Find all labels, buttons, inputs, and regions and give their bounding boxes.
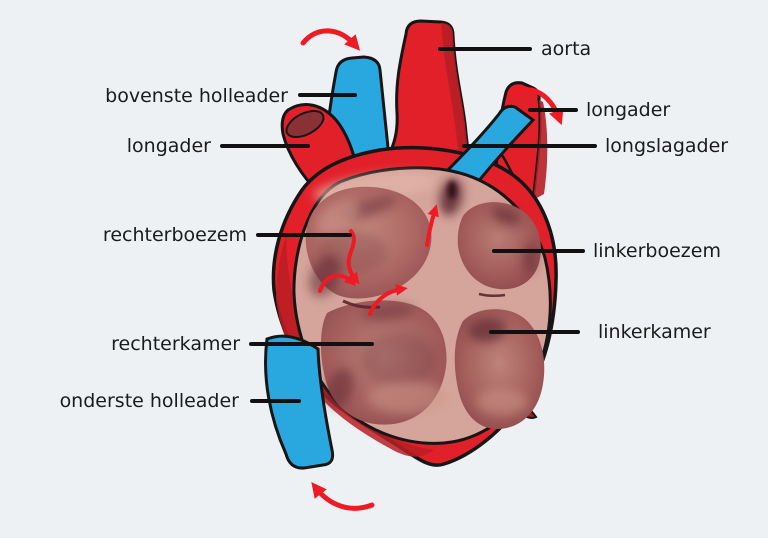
- label-longader-left: longader: [126, 135, 211, 157]
- label-onderste-holleader: onderste holleader: [59, 390, 239, 412]
- leader-line-rechterboezem: [256, 233, 352, 237]
- leader-line-linkerboezem: [492, 249, 585, 253]
- leader-line-linkerkamer: [489, 330, 580, 334]
- flow-arrow-right-ventricle-up: [368, 284, 408, 316]
- leader-line-aorta: [438, 47, 532, 51]
- flow-arrow-through-tricuspid-valve: [318, 273, 357, 293]
- pulmonary-artery-vessel: [429, 104, 536, 194]
- aorta-vessel: [380, 19, 472, 172]
- leader-line-longader-right: [528, 108, 578, 112]
- leader-line-longslagader: [462, 144, 597, 148]
- flow-arrow-top-left-into-vena-cava: [300, 28, 361, 51]
- label-bovenste-holleader: bovenste holleader: [105, 85, 288, 107]
- mitral-valve-slit: [478, 292, 506, 298]
- vessel-opening-shadow: [439, 178, 463, 216]
- vessel-opening: [285, 109, 325, 139]
- right-ventricle-chamber: [320, 300, 448, 425]
- leader-line-onderste-holleader: [250, 399, 301, 403]
- left-ventricle-chamber: [454, 309, 545, 429]
- label-linkerboezem: linkerboezem: [593, 240, 721, 262]
- label-longader-right: longader: [586, 99, 671, 121]
- leader-line-bovenste-holleader: [298, 93, 357, 97]
- flow-arrow-bottom-into-inferior-vena-cava: [311, 481, 375, 511]
- label-linkerkamer: linkerkamer: [598, 321, 711, 343]
- flow-arrow-up-septum: [425, 204, 439, 247]
- label-longslagader: longslagader: [605, 135, 729, 157]
- tricuspid-valve-slit: [342, 299, 381, 309]
- leader-line-longader-left: [220, 144, 310, 148]
- label-aorta: aorta: [541, 38, 592, 60]
- leader-line-rechterkamer: [249, 342, 374, 346]
- label-rechterkamer: rechterkamer: [111, 333, 240, 355]
- label-rechterboezem: rechterboezem: [102, 224, 247, 246]
